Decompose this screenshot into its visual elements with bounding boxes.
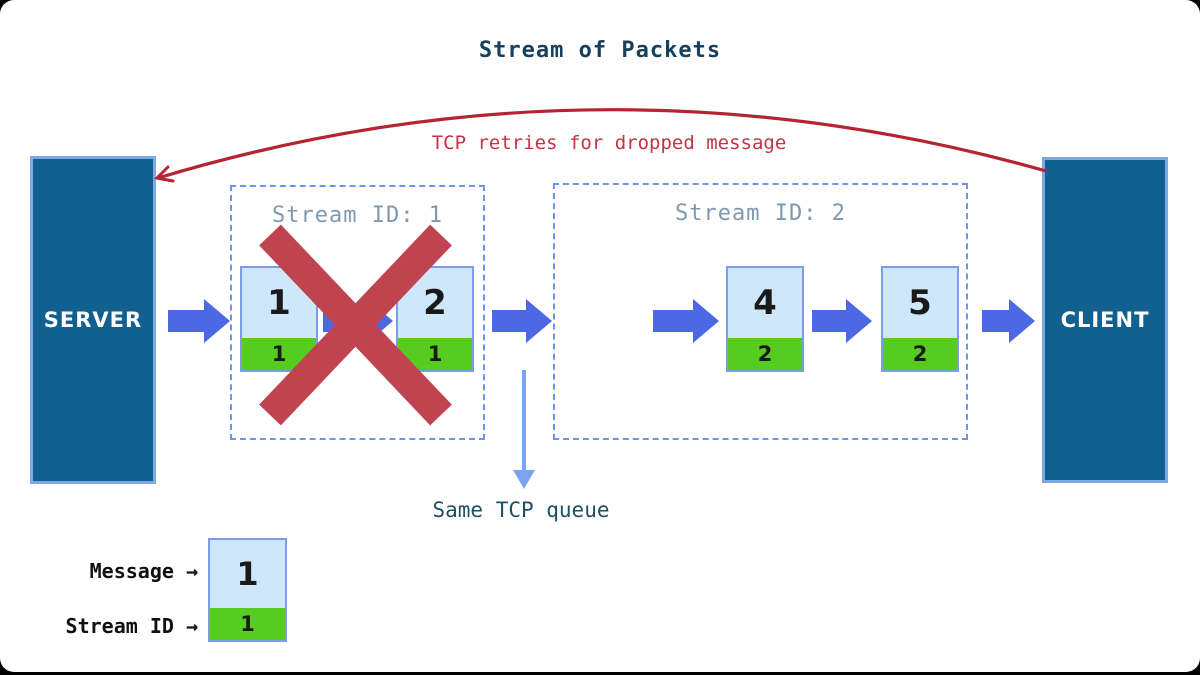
- same-tcp-queue-annotation: Same TCP queue: [432, 498, 610, 522]
- stream-2-group: Stream ID: 2: [553, 183, 968, 440]
- packet-1-message: 1: [267, 283, 291, 323]
- stream-1-group: Stream ID: 1: [230, 185, 485, 440]
- packet-4-message: 4: [753, 283, 777, 323]
- tcp-retry-annotation: TCP retries for dropped message: [431, 132, 787, 154]
- packet-1-stream-id: 1: [242, 338, 316, 370]
- legend-stream-id-row: Stream ID →: [20, 614, 198, 638]
- page-title: Stream of Packets: [478, 38, 722, 63]
- client-node: CLIENT: [1042, 157, 1168, 483]
- legend-packet: 1 1: [208, 538, 287, 642]
- legend-stream-id-label: Stream ID: [65, 614, 174, 638]
- packet-2-stream-id: 1: [398, 338, 472, 370]
- packet-1: 1 1: [240, 266, 318, 372]
- tcp-retry-arrowhead-icon: [153, 165, 175, 183]
- queue-arrowhead-icon: [513, 470, 535, 489]
- packet-2-message: 2: [423, 283, 447, 323]
- stream-2-label: Stream ID: 2: [675, 201, 846, 226]
- server-label: SERVER: [43, 308, 143, 332]
- legend-packet-message: 1: [236, 555, 259, 593]
- packet-5-stream-id: 2: [883, 338, 957, 370]
- client-label: CLIENT: [1060, 308, 1150, 332]
- stream-1-label: Stream ID: 1: [272, 203, 443, 228]
- packet-5-message: 5: [908, 283, 932, 323]
- legend-packet-stream-id: 1: [210, 608, 285, 640]
- flow-arrow-icon: [492, 299, 552, 343]
- packet-5: 5 2: [881, 266, 959, 372]
- server-node: SERVER: [30, 156, 156, 484]
- legend-message-label: Message: [89, 559, 174, 583]
- arrow-right-icon: →: [185, 614, 198, 638]
- flow-arrow-icon: [982, 299, 1035, 343]
- packet-4: 4 2: [726, 266, 804, 372]
- arrow-right-icon: →: [185, 559, 198, 583]
- flow-arrow-icon: [168, 299, 230, 343]
- packet-4-stream-id: 2: [728, 338, 802, 370]
- legend-message-row: Message →: [20, 559, 198, 583]
- packet-2: 2 1: [396, 266, 474, 372]
